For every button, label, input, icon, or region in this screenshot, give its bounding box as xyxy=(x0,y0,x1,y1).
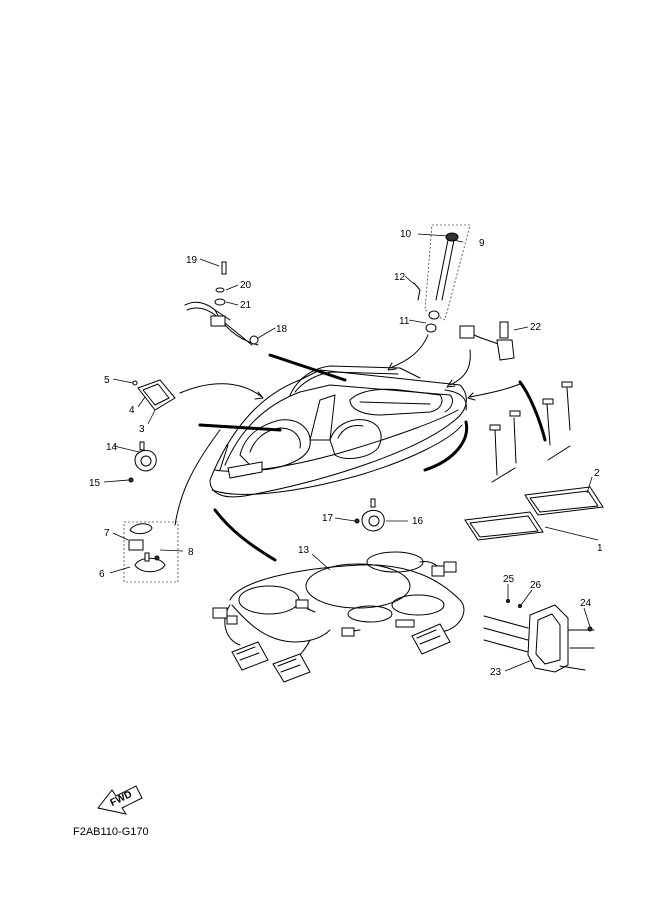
callout-16: 16 xyxy=(412,516,424,527)
callout-3: 3 xyxy=(139,424,145,435)
sensor-assembly xyxy=(459,321,515,361)
callout-26: 26 xyxy=(530,580,542,591)
callout-18: 18 xyxy=(276,324,288,335)
drain-kit-assembly xyxy=(123,521,179,583)
cover-assembly xyxy=(132,379,176,411)
callout-numbers: 1 2 3 4 5 6 7 8 9 10 11 12 13 14 15 16 1… xyxy=(89,229,603,678)
callout-9: 9 xyxy=(479,238,485,249)
callout-21: 21 xyxy=(240,300,252,311)
wire-harness xyxy=(212,551,465,683)
callout-24: 24 xyxy=(580,598,592,609)
callout-22: 22 xyxy=(530,322,542,333)
vent-hose-assembly xyxy=(413,224,471,333)
callout-23: 23 xyxy=(490,667,502,678)
callout-25: 25 xyxy=(503,574,515,585)
callout-1: 1 xyxy=(597,543,603,554)
callout-19: 19 xyxy=(186,255,198,266)
callout-10: 10 xyxy=(400,229,412,240)
callout-5: 5 xyxy=(104,375,110,386)
callout-4: 4 xyxy=(129,405,135,416)
callout-12: 12 xyxy=(394,272,406,283)
callout-11: 11 xyxy=(399,316,410,327)
ring-assembly xyxy=(354,498,385,532)
callout-8: 8 xyxy=(188,547,194,558)
assembly-arrows xyxy=(174,334,521,562)
callout-13: 13 xyxy=(298,545,310,556)
callout-6: 6 xyxy=(99,569,105,580)
drawing-code: F2AB110-G170 xyxy=(73,826,149,838)
callout-17: 17 xyxy=(322,513,334,524)
leader-lines xyxy=(103,233,599,672)
battery-tray-assembly xyxy=(464,380,604,541)
callout-7: 7 xyxy=(104,528,110,539)
callout-15: 15 xyxy=(89,478,101,489)
grommet-assembly xyxy=(128,441,157,483)
callout-20: 20 xyxy=(240,280,252,291)
mount-bracket-assembly xyxy=(483,599,595,673)
callout-2: 2 xyxy=(594,468,600,479)
rail-bracket-assembly xyxy=(184,261,259,346)
callout-14: 14 xyxy=(106,442,118,453)
boat-deck xyxy=(209,365,467,498)
fwd-arrow: FWD xyxy=(97,785,143,815)
